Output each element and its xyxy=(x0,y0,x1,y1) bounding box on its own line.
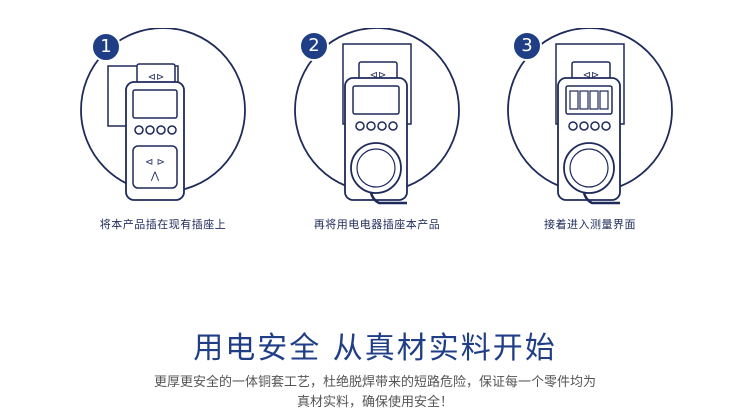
step-number: 2 xyxy=(308,35,320,56)
headline: 用电安全 从真材实料开始 xyxy=(193,331,557,366)
svg-text:⊲⊳: ⊲⊳ xyxy=(148,72,165,83)
svg-text:⊲⊳: ⊲⊳ xyxy=(583,70,600,81)
svg-text:⊲ ⊳: ⊲ ⊳ xyxy=(145,157,165,168)
step-badge xyxy=(91,32,121,62)
plug-head xyxy=(563,142,615,194)
svg-text:⊲⊳: ⊲⊳ xyxy=(370,70,387,81)
meter-screen xyxy=(132,89,178,119)
meter-screen xyxy=(352,85,400,115)
description: 更厚更安全的一体铜套工艺，杜绝脱焊带来的短路危险，保证每一个零件均为 真材实料，… xyxy=(0,373,750,413)
step-caption: 再将用电电器插座本产品 xyxy=(313,218,441,231)
step-number: 1 xyxy=(100,36,112,57)
step-2-illustration: ⊲⊳ xyxy=(294,28,460,205)
step-1-illustration: ⊲⊳ ⊲ ⊳ ⋀ xyxy=(80,28,246,201)
step-3-illustration: ⊲⊳ xyxy=(507,28,673,205)
power-cord xyxy=(369,192,407,205)
description-line-2: 真材实料，确保使用安全！ xyxy=(296,395,453,410)
step-1: ⊲⊳ ⊲ ⊳ ⋀ 1 将本产品插在现有插座上 xyxy=(73,28,253,238)
description-line-1: 更厚更安全的一体铜套工艺，杜绝脱焊带来的短路危险，保证每一个零件均为 xyxy=(153,375,596,390)
step-2: ⊲⊳ 2 再将用电电器插座本产品 xyxy=(287,28,467,238)
device-socket xyxy=(132,145,178,189)
step-number: 3 xyxy=(521,35,533,56)
svg-text:⋀: ⋀ xyxy=(150,171,160,182)
step-badge xyxy=(512,31,542,61)
step-caption: 将本产品插在现有插座上 xyxy=(99,218,227,231)
step-3: ⊲⊳ 3 接着进入测量界面 xyxy=(500,28,680,238)
step-badge xyxy=(299,31,329,61)
meter-screen xyxy=(565,85,613,115)
step-caption: 接着进入测量界面 xyxy=(544,218,636,231)
plug-head xyxy=(350,142,402,194)
power-cord xyxy=(582,192,620,205)
